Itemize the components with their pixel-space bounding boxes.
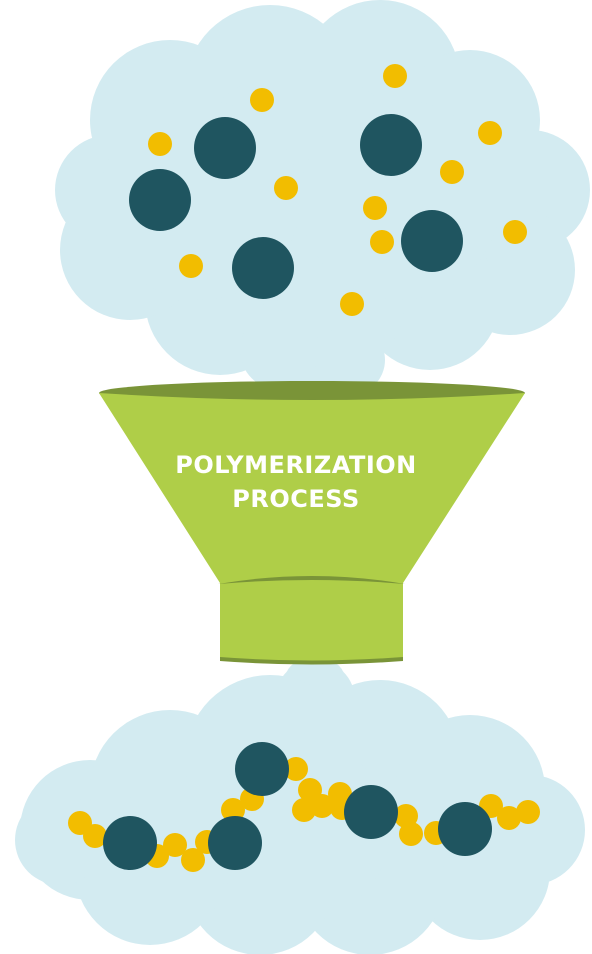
small-monomer [179,254,203,278]
chain-small-monomer [310,794,334,818]
free-small-monomers [148,64,527,316]
large-monomer [194,117,256,179]
large-monomer [360,114,422,176]
chain-large-monomer [438,802,492,856]
funnel-icon [99,381,525,665]
chain-small-monomer [284,757,308,781]
free-large-monomers [129,114,463,299]
chain-large-monomer [344,785,398,839]
large-monomer [232,237,294,299]
small-monomer [478,121,502,145]
chain-small-monomer [181,848,205,872]
small-monomer [250,88,274,112]
polymer-chain-large-units [103,742,492,870]
chain-small-monomer [399,822,423,846]
small-monomer [274,176,298,200]
large-monomer [401,210,463,272]
large-monomer [129,169,191,231]
chain-large-monomer [235,742,289,796]
funnel-label: POLYMERIZATION PROCESS [150,448,442,516]
funnel-label-line2: PROCESS [232,485,360,513]
chain-small-monomer [394,804,418,828]
small-monomer [383,64,407,88]
chain-large-monomer [103,816,157,870]
small-monomer [363,196,387,220]
chain-small-monomer [221,798,245,822]
chain-small-monomer [163,833,187,857]
small-monomer [340,292,364,316]
small-monomer [148,132,172,156]
small-monomer [370,230,394,254]
small-monomer [440,160,464,184]
funnel-label-line1: POLYMERIZATION [175,451,417,479]
small-monomer [503,220,527,244]
chain-small-monomer [292,798,316,822]
chain-small-monomer [83,824,107,848]
chain-large-monomer [208,816,262,870]
chain-small-monomer [497,806,521,830]
chain-small-monomer [516,800,540,824]
